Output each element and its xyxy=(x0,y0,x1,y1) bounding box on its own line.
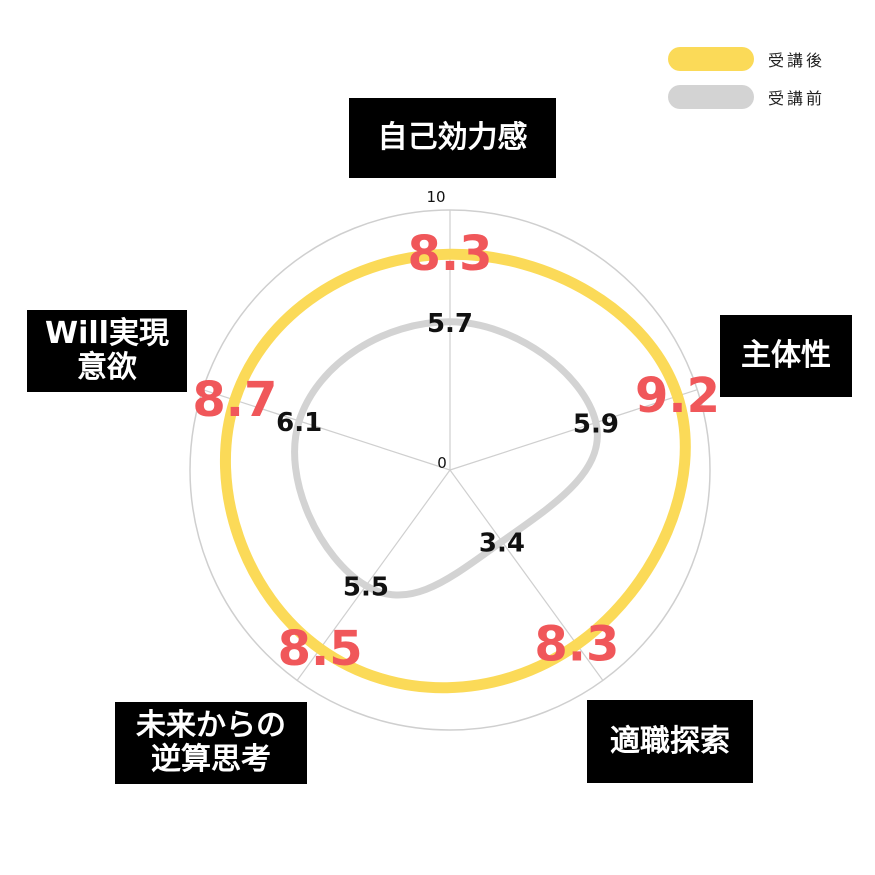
legend-item-before: 受講前 xyxy=(668,78,825,116)
axis-label-job-exploration: 適職探索 xyxy=(587,700,753,783)
value-label-after: 8.3 xyxy=(407,226,492,282)
value-label-before: 6.1 xyxy=(276,408,322,438)
value-label-before: 3.4 xyxy=(479,529,525,559)
r-tick-label: 10 xyxy=(426,188,445,206)
axis-label-backcasting: 未来からの 逆算思考 xyxy=(115,702,307,784)
axis-label-text: 未来からの 逆算思考 xyxy=(136,708,286,777)
legend: 受講後 受講前 xyxy=(668,40,825,116)
series-after-line xyxy=(219,248,691,694)
grid-spoke xyxy=(449,389,698,471)
legend-label-after: 受講後 xyxy=(768,51,826,70)
value-label-before: 5.7 xyxy=(427,309,473,339)
value-label-before: 5.5 xyxy=(343,573,389,603)
value-label-after: 9.2 xyxy=(635,368,720,424)
axis-label-text: 自己効力感 xyxy=(377,120,528,155)
value-label-after: 8.3 xyxy=(534,617,619,673)
r-tick-label: 0 xyxy=(437,454,447,472)
value-label-after: 8.7 xyxy=(192,372,277,428)
value-label-before: 5.9 xyxy=(573,410,619,440)
axis-label-text: 適職探索 xyxy=(610,723,730,759)
series-before-line xyxy=(291,318,601,599)
axis-label-initiative: 主体性 xyxy=(720,315,852,397)
grid-spoke xyxy=(202,389,451,471)
legend-item-after: 受講後 xyxy=(668,40,825,78)
axis-label-text: 主体性 xyxy=(741,338,831,373)
legend-label-before: 受講前 xyxy=(768,89,826,108)
legend-swatch-after xyxy=(668,47,754,71)
value-label-after: 8.5 xyxy=(278,621,363,677)
axis-label-text: Will実現 意欲 xyxy=(45,316,169,385)
legend-swatch-before xyxy=(668,85,754,109)
axis-label-self-efficacy: 自己効力感 xyxy=(349,98,556,178)
axis-label-will-motivation: Will実現 意欲 xyxy=(27,310,187,392)
